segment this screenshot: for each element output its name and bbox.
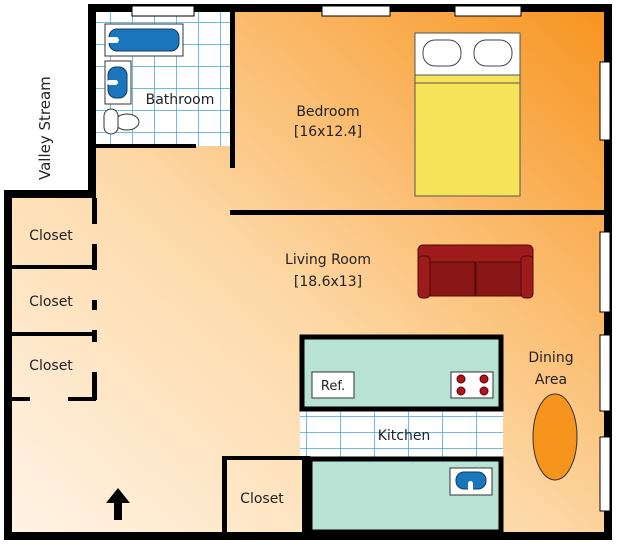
dining-label-line2: Area [535, 372, 567, 388]
arrow-up-icon [106, 488, 130, 520]
kitchen-floor [300, 410, 503, 458]
refrigerator: Ref. [311, 371, 355, 399]
sofa-icon [417, 244, 534, 299]
closet-label-2: Closet [29, 294, 73, 310]
dining-table-icon [532, 393, 578, 481]
kitchen-counter-stub [302, 456, 310, 534]
sink-icon [104, 60, 132, 105]
fridge-label: Ref. [321, 379, 345, 394]
windows [131, 5, 611, 512]
bed-icon [414, 32, 521, 197]
stove-icon [450, 371, 494, 399]
closet-label-1: Closet [29, 228, 73, 244]
living-room-label: Living Room [285, 252, 371, 268]
kitchen-sink-icon [449, 467, 493, 496]
bedroom-size: [16x12.4] [294, 124, 362, 140]
street-label: Valley Stream [36, 76, 54, 180]
closet-label-3: Closet [29, 358, 73, 374]
dining-label-line1: Dining [528, 350, 573, 366]
bedroom-label: Bedroom [296, 104, 359, 120]
kitchen-label: Kitchen [378, 428, 431, 444]
bathroom-label: Bathroom [146, 92, 215, 108]
living-room-size: [18.6x13] [294, 274, 362, 290]
closet-label-4: Closet [240, 491, 284, 507]
bathtub-icon [104, 23, 184, 57]
toilet-icon [103, 108, 140, 135]
